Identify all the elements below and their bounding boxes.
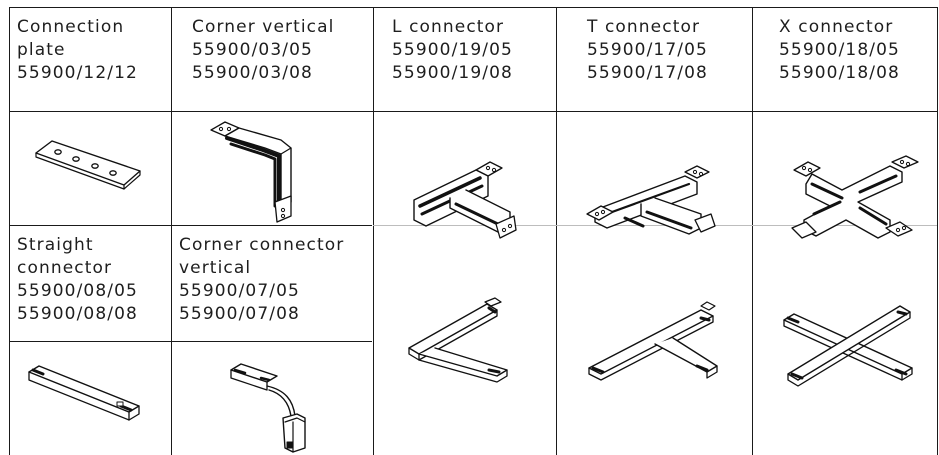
header-line: Connection xyxy=(17,17,125,37)
x-connector-drawing xyxy=(791,155,919,239)
corner-vertical-drawing xyxy=(210,121,292,223)
grid-line xyxy=(556,7,557,455)
header-line: Corner connector xyxy=(179,235,345,255)
grid-line xyxy=(9,111,938,112)
header-code: 55900/18/08 xyxy=(779,63,900,83)
header-connection-plate: Connection plate 55900/12/12 xyxy=(10,8,171,111)
header-code: 55900/07/05 xyxy=(179,281,300,301)
header-code: 55900/12/12 xyxy=(17,63,138,83)
header-line: Corner vertical xyxy=(192,17,335,37)
straight-connector-drawing xyxy=(28,365,140,421)
header-t-connector: T connector 55900/17/05 55900/17/08 xyxy=(557,8,752,111)
header-code: 55900/18/05 xyxy=(779,40,900,60)
header-line: vertical xyxy=(179,258,252,278)
header-x-connector: X connector 55900/18/05 55900/18/08 xyxy=(753,8,937,111)
header-line: plate xyxy=(17,40,66,60)
l-connector-drawing xyxy=(413,161,517,239)
corner-connector-vertical-drawing xyxy=(230,363,306,453)
t-connector-drawing xyxy=(586,165,716,235)
header-corner-connector-vertical: Corner connector vertical 55900/07/05 55… xyxy=(172,226,372,341)
header-code: 55900/03/08 xyxy=(192,63,313,83)
header-code: 55900/07/08 xyxy=(179,304,300,324)
x-connector-profile-drawing xyxy=(783,305,913,387)
grid-line xyxy=(752,7,753,455)
header-l-connector: L connector 55900/19/05 55900/19/08 xyxy=(374,8,556,111)
header-line: X connector xyxy=(779,17,894,37)
header-code: 55900/08/05 xyxy=(17,281,138,301)
grid-line xyxy=(9,225,372,226)
grid-line xyxy=(373,7,374,455)
header-corner-vertical: Corner vertical 55900/03/05 55900/03/08 xyxy=(180,8,372,111)
grid-line xyxy=(937,7,938,455)
connection-plate-drawing xyxy=(35,140,141,190)
header-line: L connector xyxy=(392,17,505,37)
header-code: 55900/19/05 xyxy=(392,40,513,60)
grid-line xyxy=(171,7,172,455)
header-code: 55900/03/05 xyxy=(192,40,313,60)
header-code: 55900/17/05 xyxy=(587,40,708,60)
l-connector-profile-drawing xyxy=(408,297,508,383)
header-straight-connector: Straight connector 55900/08/05 55900/08/… xyxy=(10,226,171,341)
grid-line xyxy=(9,341,372,342)
header-line: Straight xyxy=(17,235,94,255)
header-code: 55900/17/08 xyxy=(587,63,708,83)
grid-line xyxy=(9,7,938,8)
t-connector-profile-drawing xyxy=(588,301,718,381)
divider xyxy=(373,225,937,226)
header-line: T connector xyxy=(587,17,701,37)
grid-line xyxy=(9,7,10,455)
header-line: connector xyxy=(17,258,113,278)
header-code: 55900/19/08 xyxy=(392,63,513,83)
header-code: 55900/08/08 xyxy=(17,304,138,324)
